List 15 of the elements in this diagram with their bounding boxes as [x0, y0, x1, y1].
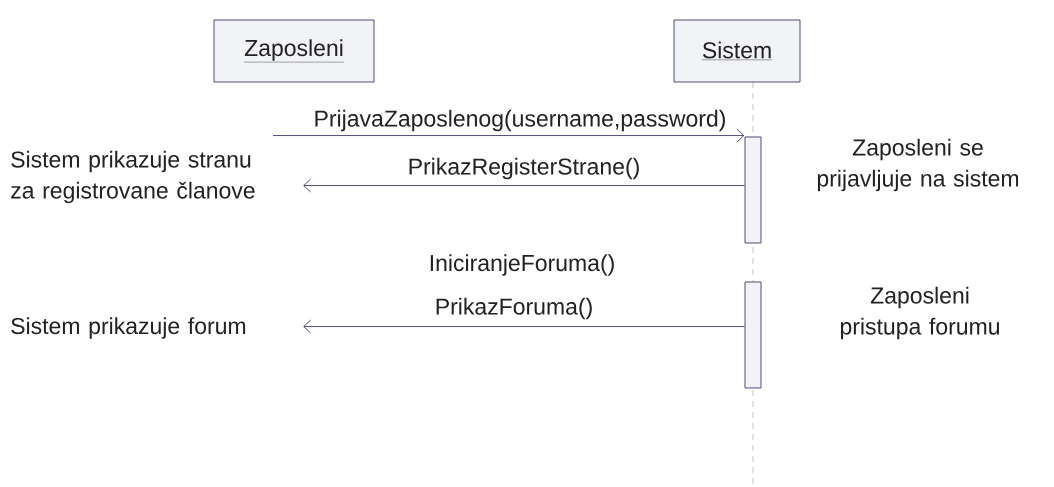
- participant-box: Sistem: [673, 19, 801, 83]
- message-label: PrikazRegisterStrane(): [406, 156, 642, 181]
- activation-bar: [744, 136, 762, 244]
- message-label: PrikazForuma(): [433, 296, 595, 321]
- message-arrow: [303, 178, 745, 193]
- message-arrow: [303, 319, 745, 334]
- note-text: Sistem prikazuje stranu za registrovane članove: [11, 150, 255, 204]
- note-text: Zaposleni pristupa forumu: [840, 286, 999, 340]
- message-arrow: [272, 128, 745, 143]
- note-text: IniciranjeForuma(): [430, 254, 614, 276]
- activation-bar: [744, 281, 762, 389]
- note-text: Sistem prikazuje forum: [11, 317, 246, 339]
- participant-box: Zaposleni: [213, 19, 375, 83]
- message-label: PrijavaZaposlenog(username,password): [312, 108, 728, 133]
- note-text: Zaposleni se prijavljuje na sistem: [817, 138, 1019, 192]
